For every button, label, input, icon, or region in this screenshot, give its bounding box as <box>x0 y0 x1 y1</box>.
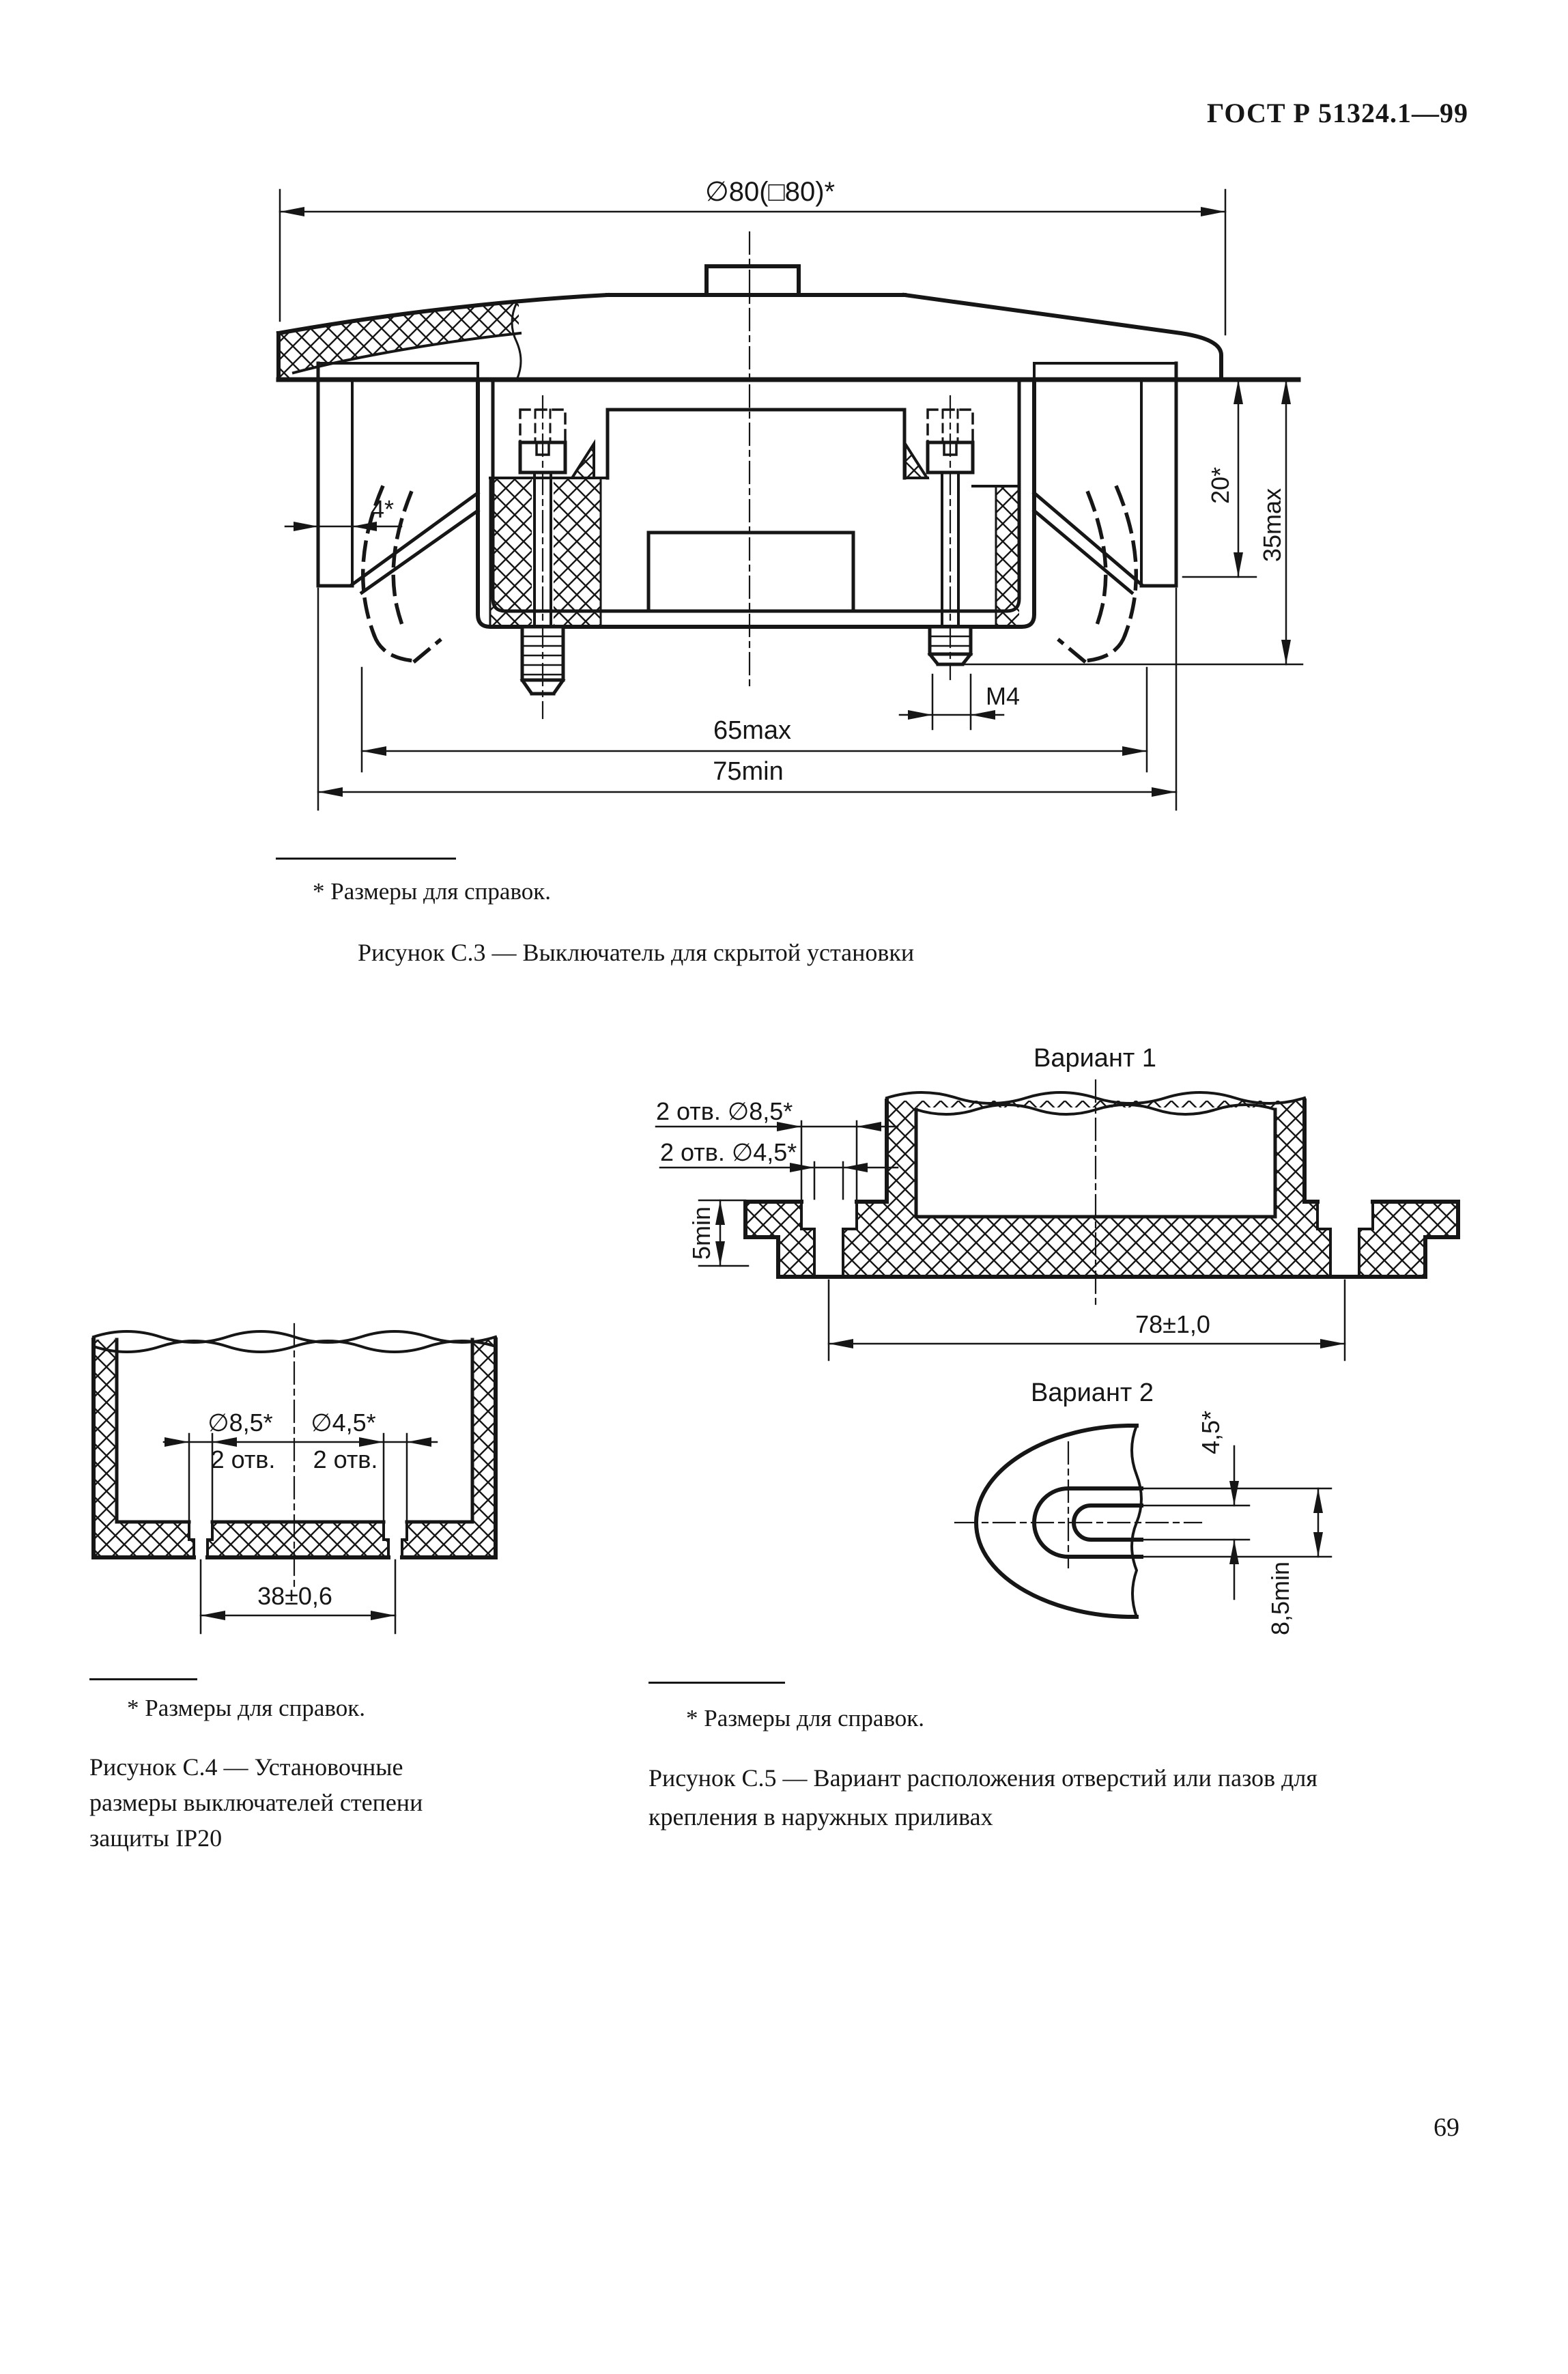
dim-label-v2-85min: 8,5min <box>1266 1562 1294 1635</box>
c4-caption-line2: размеры выключателей степени <box>89 1789 423 1816</box>
c5-footnote-rule <box>648 1682 785 1684</box>
dim-label-c4-d45: ∅4,5* <box>311 1409 375 1437</box>
dim-label-d80: ∅80(□80)* <box>705 177 835 207</box>
c5-caption-line1: Рисунок С.5 — Вариант расположения отвер… <box>648 1764 1317 1792</box>
c3-caption: Рисунок С.3 — Выключатель для скрытой ус… <box>358 939 915 966</box>
figure-c5-variant1-drawing: Вариант 1 <box>655 1044 1460 1361</box>
variant2-dimensions <box>1140 1445 1332 1600</box>
variant2-title: Вариант 2 <box>1031 1379 1154 1407</box>
dim-label-35max: 35max <box>1258 488 1286 562</box>
c4-footnote: * Размеры для справок. <box>127 1695 365 1721</box>
c5-caption-line2: крепления в наружных приливах <box>648 1803 993 1831</box>
figure-c5-variant2-drawing: Вариант 2 <box>954 1379 1332 1635</box>
c5-caption: Рисунок С.5 — Вариант расположения отвер… <box>648 1759 1488 1837</box>
c4-footnote-rule <box>89 1678 197 1680</box>
v2-centerlines <box>954 1441 1203 1569</box>
cover-outline <box>276 264 1223 382</box>
central-block <box>646 531 855 613</box>
box-inner-outline <box>115 1338 474 1524</box>
dim-label-75min: 75min <box>713 757 784 786</box>
box-outer-wall <box>476 378 1036 629</box>
left-insulating-block <box>489 477 602 628</box>
dim-label-v1-d85: 2 отв. ∅8,5* <box>656 1097 793 1125</box>
dim-label-v1-5min: 5min <box>687 1206 715 1260</box>
expanding-claws-dashed <box>360 485 1139 664</box>
dim-label-20: 20* <box>1206 467 1234 504</box>
right-bracket <box>1031 361 1178 595</box>
centerlines <box>541 231 952 720</box>
dim-label-c4-d85: ∅8,5* <box>208 1409 272 1437</box>
figure-c4-drawing: ∅8,5* ∅4,5* 2 отв. 2 отв. 38±0,6 <box>91 1323 498 1635</box>
dim-label-v1-d45: 2 отв. ∅4,5* <box>660 1138 797 1166</box>
c5-footnote: * Размеры для справок. <box>686 1705 924 1732</box>
dim-label-v2-45: 4,5* <box>1197 1411 1225 1454</box>
standard-header: ГОСТ Р 51324.1—99 <box>1206 98 1468 128</box>
wedges <box>569 439 930 479</box>
dim-label-65max: 65max <box>713 716 791 745</box>
mechanism <box>564 408 929 480</box>
frame-lips <box>317 362 1178 381</box>
c4-caption-line3: защиты IP20 <box>89 1824 223 1852</box>
variant1-dimensions <box>655 1120 1346 1361</box>
page-number: 69 <box>1434 2113 1459 2142</box>
c3-footnote-rule <box>276 858 456 860</box>
figure-c3-drawing: ∅80(□80)* 4* 20* 35max M4 65max 75min <box>276 177 1304 811</box>
v1-hole-notches <box>801 1202 1373 1277</box>
figure-c4-dimensions <box>162 1432 438 1635</box>
cover-hatch-band <box>279 302 519 380</box>
dim-label-c4-holes-right: 2 отв. <box>313 1445 378 1473</box>
dim-label-4: 4* <box>371 495 394 523</box>
hole-notches <box>189 1522 407 1557</box>
box-outline <box>91 1338 498 1559</box>
v2-break-line <box>1130 1424 1143 1619</box>
dim-label-c4-holes-left: 2 отв. <box>211 1445 276 1473</box>
v1-outline <box>743 1099 1460 1279</box>
v2-lug-outline <box>973 1423 1139 1620</box>
right-insulating-strip <box>971 485 1021 628</box>
c4-caption: Рисунок С.4 — Установочные размеры выклю… <box>89 1749 526 1856</box>
v1-holes <box>800 1200 1374 1278</box>
figure-c3-dimensions <box>279 188 1304 811</box>
cover-button <box>704 264 801 297</box>
counterbored-holes <box>188 1521 408 1559</box>
variant1-title: Вариант 1 <box>1034 1044 1156 1073</box>
cover-break-line <box>511 301 522 381</box>
dim-label-v1-78: 78±1,0 <box>1135 1310 1210 1338</box>
c4-caption-line1: Рисунок С.4 — Установочные <box>89 1753 403 1781</box>
dim-label-m4: M4 <box>986 682 1020 710</box>
dim-label-c4-38: 38±0,6 <box>257 1582 332 1610</box>
left-bracket <box>316 361 481 595</box>
c3-footnote: * Размеры для справок. <box>313 878 551 905</box>
